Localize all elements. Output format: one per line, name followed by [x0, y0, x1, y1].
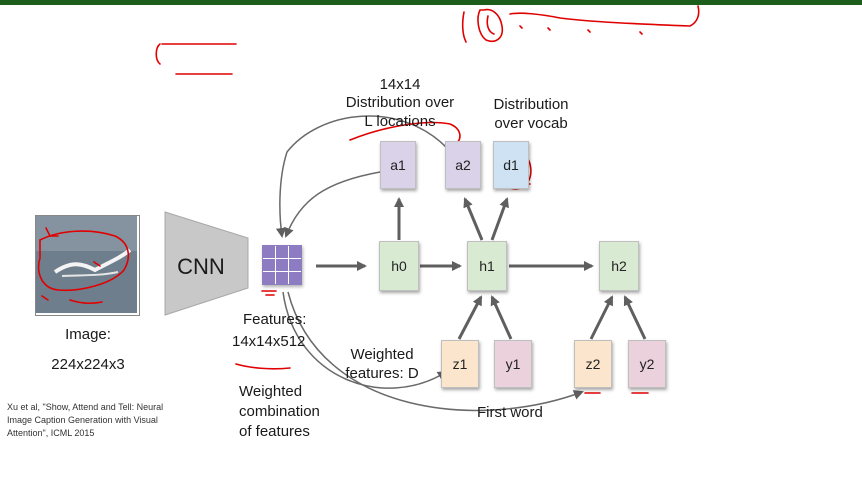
- label-image-size: 224x224x3: [51, 356, 125, 373]
- node-y2: y2: [628, 340, 666, 388]
- cnn-trapezoid: [164, 211, 249, 316]
- label-weighted: Weighted: [350, 346, 414, 363]
- citation-line-3: Attention", ICML 2015: [7, 428, 95, 438]
- arrow-h1-to-a2: [463, 197, 484, 241]
- citation-line-1: Xu et al, "Show, Attend and Tell: Neural: [7, 402, 164, 412]
- label-weighted-comb-1: Weighted: [239, 383, 303, 400]
- feature-grid-icon: [262, 245, 302, 285]
- arrow-y1-to-h1: [490, 295, 513, 340]
- bird-photo-content: [36, 216, 137, 313]
- arrow-features-to-z1: [282, 291, 448, 389]
- window-top-border: [0, 0, 862, 5]
- label-over-vocab: over vocab: [494, 115, 568, 132]
- arrow-a1-to-features-short: [284, 171, 381, 238]
- node-z2: z2: [574, 340, 612, 388]
- node-y1: y1: [494, 340, 532, 388]
- cnn-label: CNN: [177, 254, 225, 279]
- node-h2: h2: [599, 241, 639, 291]
- label-14x14: 14x14: [379, 76, 421, 93]
- label-image: Image:: [65, 326, 111, 343]
- arrow-features-to-z2: [287, 291, 584, 412]
- label-weighted-comb-2: combination: [239, 403, 320, 420]
- citation-line-2: Image Caption Generation with Visual: [7, 415, 158, 425]
- arrow-a2-to-features-long: [275, 115, 448, 238]
- label-first-word: First word: [477, 404, 543, 421]
- citation: Xu et al, "Show, Attend and Tell: Neural…: [7, 401, 163, 440]
- label-l-locations: L locations: [364, 113, 436, 130]
- node-a2: a2: [445, 141, 481, 189]
- arrow-z1-to-h1: [457, 295, 483, 340]
- node-h0: h0: [379, 241, 419, 291]
- label-features-size: 14x14x512: [232, 333, 306, 350]
- label-weighted-features-d: features: D: [345, 365, 419, 382]
- node-z1: z1: [441, 340, 479, 388]
- input-image: [35, 215, 140, 316]
- label-distribution: Distribution: [493, 96, 569, 113]
- node-h1: h1: [467, 241, 507, 291]
- node-d1: d1: [493, 141, 529, 189]
- label-distribution-over: Distribution over: [345, 94, 455, 111]
- label-weighted-comb-3: of features: [239, 423, 310, 440]
- arrow-y2-to-h2: [623, 295, 647, 340]
- arrow-z2-to-h2: [589, 295, 614, 340]
- node-a1: a1: [380, 141, 416, 189]
- label-features: Features:: [243, 311, 307, 328]
- arrow-h1-to-d1: [490, 197, 509, 241]
